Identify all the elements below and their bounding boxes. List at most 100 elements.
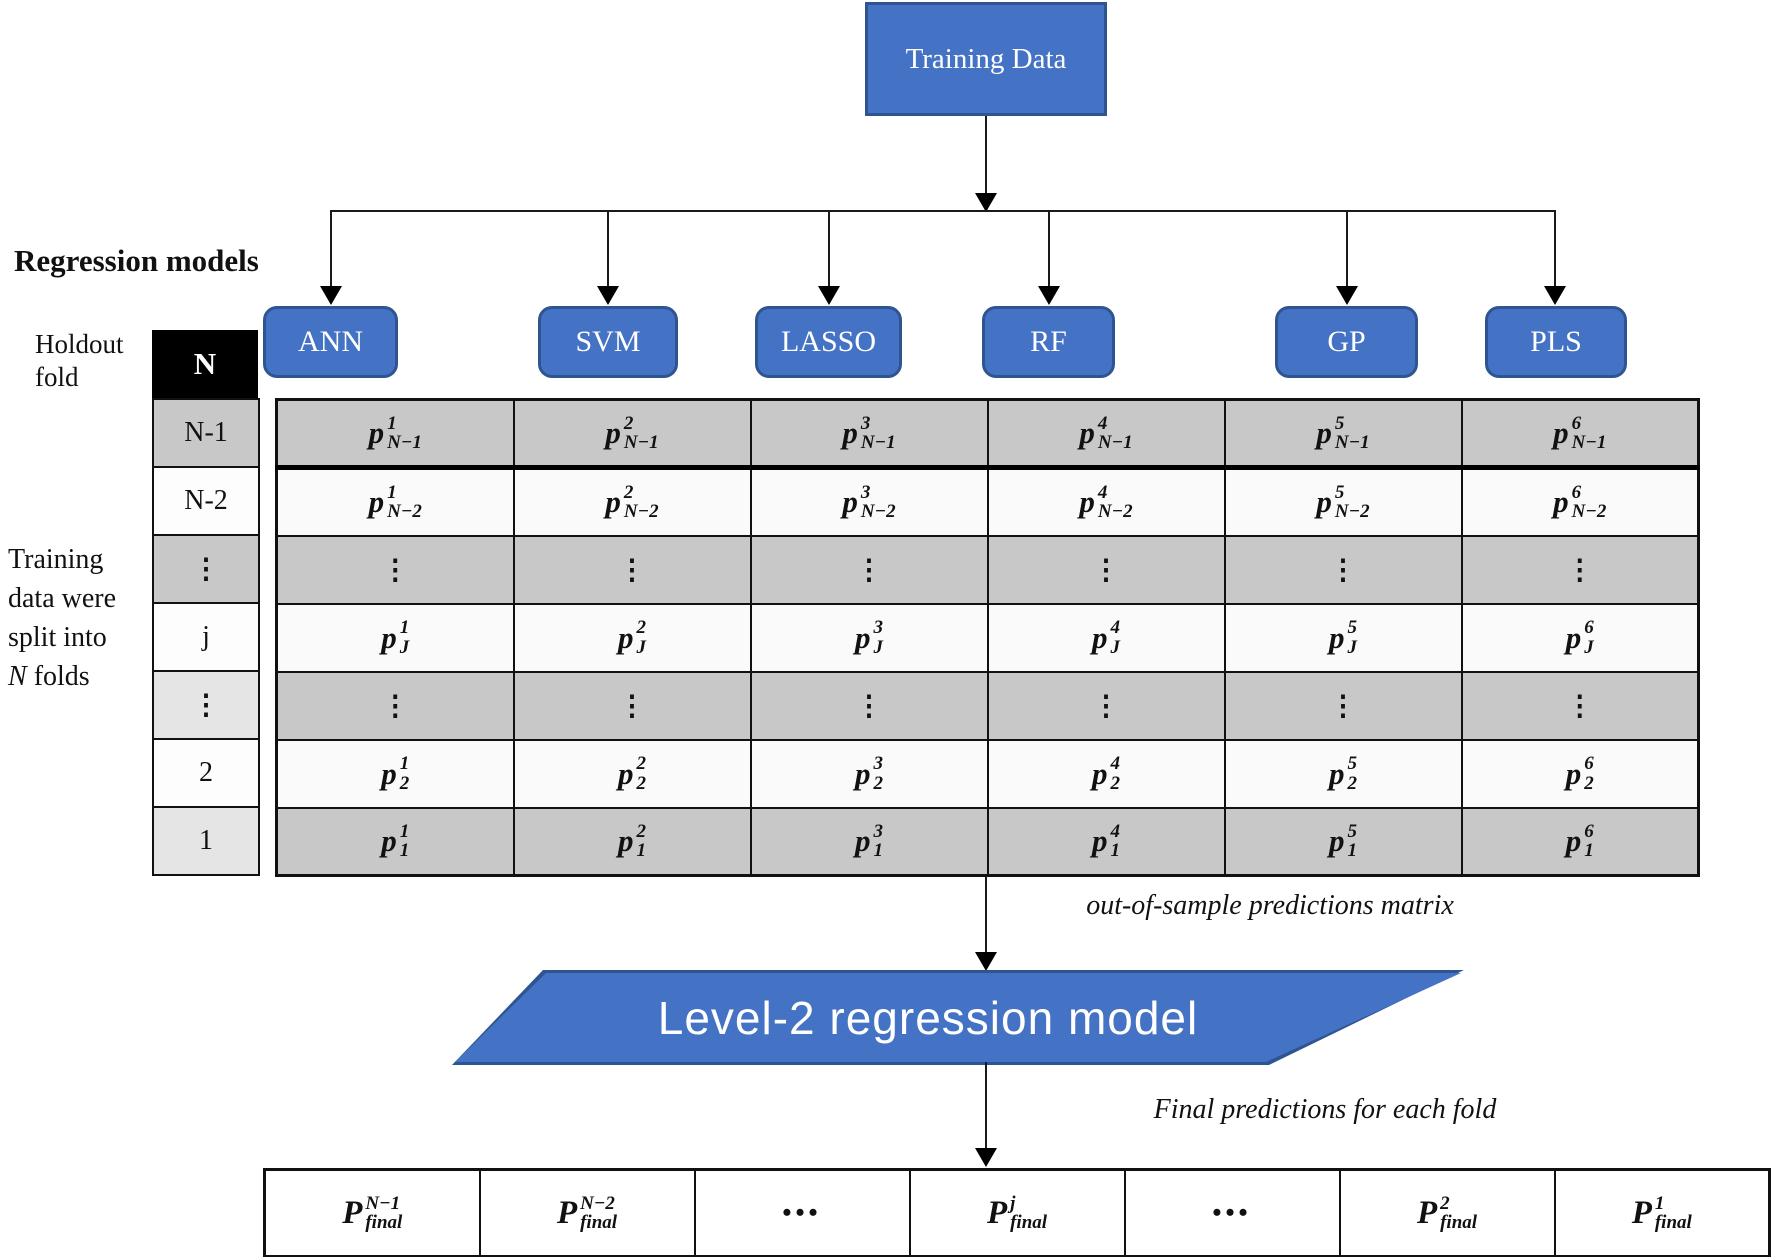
training-data-label: Training Data — [905, 42, 1067, 75]
arrowhead-svm — [597, 286, 619, 305]
model-box-svm: SVM — [538, 306, 678, 378]
split-note-line1: Training — [8, 544, 104, 575]
matrix-cell: ⋮ — [1460, 534, 1700, 605]
arrowhead-to-level2 — [975, 952, 997, 971]
holdout-line1: Holdout — [35, 329, 124, 359]
model-label-pls: PLS — [1530, 325, 1582, 358]
arrowhead-to-final — [975, 1148, 997, 1167]
fold-row-label: ⋮ — [152, 670, 260, 740]
matrix-caption: out-of-sample predictions matrix — [1086, 890, 1454, 921]
fold-row-label: 1 — [152, 806, 260, 876]
fold-row-label: N-1 — [152, 398, 260, 468]
matrix-cell: ⋮ — [512, 670, 752, 741]
arrowhead-to-branch — [975, 193, 997, 212]
level2-parallelogram: Level-2 regression model — [455, 973, 1461, 1062]
matrix-cell: ⋮ — [749, 670, 989, 741]
arrowhead-pls — [1544, 286, 1566, 305]
stub-lasso — [828, 210, 830, 288]
stub-rf — [1048, 210, 1050, 288]
matrix-cell: ⋮ — [512, 534, 752, 605]
split-note-n-italic: N — [8, 661, 27, 692]
model-label-gp: GP — [1327, 325, 1366, 358]
fold-header-cell: N — [152, 330, 258, 398]
matrix-cell: ⋮ — [749, 534, 989, 605]
fold-row-label: ⋮ — [152, 534, 260, 604]
matrix-cell: ⋮ — [275, 670, 515, 741]
model-box-rf: RF — [982, 306, 1115, 378]
model-label-rf: RF — [1030, 325, 1067, 358]
model-label-svm: SVM — [575, 325, 641, 358]
model-box-pls: PLS — [1485, 306, 1627, 378]
final-prediction-cell: ••• — [1123, 1168, 1341, 1257]
arrowhead-rf — [1038, 286, 1060, 305]
split-note-line3: split into — [8, 622, 107, 653]
fold-row-label: N-2 — [152, 466, 260, 536]
stub-ann — [330, 210, 332, 288]
holdout-line2: fold — [35, 362, 79, 392]
matrix-cell: ⋮ — [1223, 534, 1463, 605]
stub-pls — [1554, 210, 1556, 288]
split-note-line4: N folds — [8, 657, 116, 696]
matrix-cell: ⋮ — [986, 534, 1226, 605]
final-prediction-cell: ••• — [693, 1168, 911, 1257]
final-caption: Final predictions for each fold — [1153, 1094, 1497, 1125]
connector-top-line — [985, 116, 987, 194]
holdout-fold-label: Holdout fold — [35, 328, 124, 394]
split-note: Training data were split into N folds — [8, 540, 116, 696]
matrix-cell: ⋮ — [986, 670, 1226, 741]
matrix-cell: ⋮ — [275, 534, 515, 605]
regression-models-label: Regression models — [14, 243, 259, 278]
model-box-ann: ANN — [263, 306, 398, 378]
model-label-ann: ANN — [298, 325, 363, 358]
training-data-box: Training Data — [865, 2, 1107, 116]
model-box-lasso: LASSO — [755, 306, 902, 378]
fold-row-label: 2 — [152, 738, 260, 808]
arrowhead-ann — [320, 286, 342, 305]
connector-matrix-line — [985, 876, 987, 954]
arrowhead-gp — [1336, 286, 1358, 305]
fold-header-label: N — [193, 346, 217, 381]
level2-label: Level-2 regression model — [657, 991, 1199, 1044]
stub-gp — [1346, 210, 1348, 288]
stub-svm — [607, 210, 609, 288]
model-label-lasso: LASSO — [780, 325, 877, 358]
matrix-cell: ⋮ — [1460, 670, 1700, 741]
connector-level2-line — [985, 1062, 987, 1150]
split-note-line2: data were — [8, 583, 117, 614]
